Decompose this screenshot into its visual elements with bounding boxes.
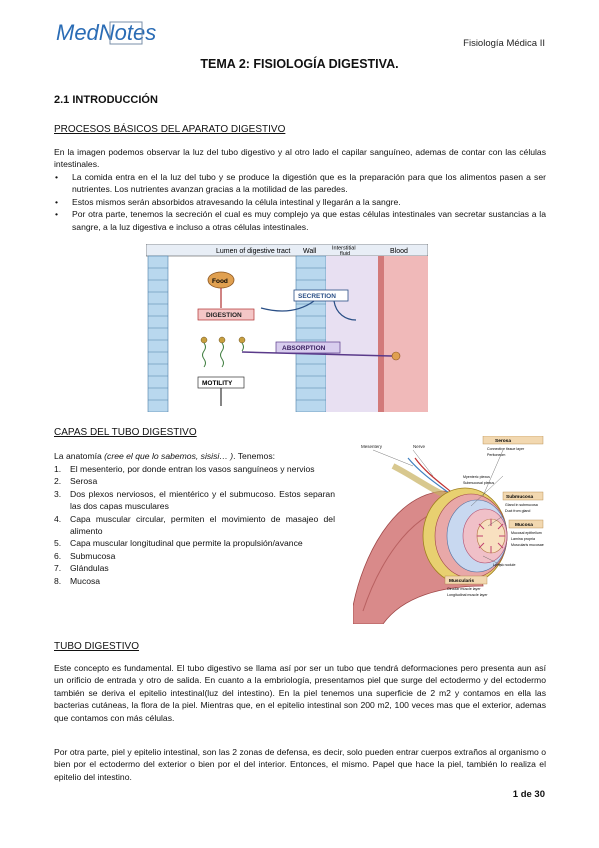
left-wall-cells xyxy=(147,255,169,413)
intestinal-layers-illustration: Mesentery Nerve Serosa Connective tissue… xyxy=(352,435,547,625)
logo-text: MedNotes xyxy=(56,20,156,45)
capas-intro: La anatomía (cree el que lo sabemos, sis… xyxy=(54,451,276,461)
label-blood: Blood xyxy=(390,248,408,255)
svg-text:MedNotes: MedNotes xyxy=(56,20,156,45)
page-title: TEMA 2: FISIOLOGÍA DIGESTIVA. xyxy=(200,57,399,71)
svg-text:Serosa: Serosa xyxy=(495,438,511,444)
list-item: 8. Mucosa xyxy=(54,575,101,586)
svg-text:Submucosa: Submucosa xyxy=(506,494,534,500)
label-secretion: SECRETION xyxy=(298,293,336,300)
box-submucosa-title: Submucosa xyxy=(506,494,534,500)
svg-text:Lamina propria: Lamina propria xyxy=(511,537,535,541)
list-item: 2. Serosa xyxy=(54,476,98,487)
list-item: 7. Glándulas xyxy=(54,563,109,574)
villi xyxy=(477,519,505,553)
list-item: 3.Dos plexos nerviosos, el mientérico y … xyxy=(54,488,335,512)
label-wall: Wall xyxy=(303,248,317,255)
label-mesentery: Mesentery xyxy=(361,444,383,449)
label-nerve: Nerve xyxy=(413,444,426,449)
digestive-processes-diagram: Lumen of digestive tract Wall Interstiti… xyxy=(145,243,429,413)
tubo-paragraph-1: Este concepto es fundamental. El tubo di… xyxy=(54,663,546,723)
label-lymph-nodule: Lymph nodule xyxy=(493,563,515,567)
label-absorption: ABSORPTION xyxy=(282,345,326,352)
header-doc-title: Fisiología Médica II xyxy=(463,38,545,49)
svg-text:Myenteric plexus: Myenteric plexus xyxy=(463,475,490,479)
heading-tubo: TUBO DIGESTIVO xyxy=(54,641,140,652)
svg-text:fluid: fluid xyxy=(340,251,350,257)
svg-text:Mesentery: Mesentery xyxy=(361,444,383,449)
svg-text:Blood: Blood xyxy=(390,248,408,255)
mednotes-logo: MedNotes xyxy=(54,16,164,48)
svg-text:Gland in submucosa: Gland in submucosa xyxy=(505,503,538,507)
svg-text:Peritoneum: Peritoneum xyxy=(487,453,505,457)
heading-capas: CAPAS DEL TUBO DIGESTIVO xyxy=(54,427,197,438)
svg-text:MOTILITY: MOTILITY xyxy=(202,380,233,387)
svg-text:Duct from gland: Duct from gland xyxy=(505,509,530,513)
label-motility: MOTILITY xyxy=(202,380,233,387)
list-item: 6. Submucosa xyxy=(54,550,116,561)
section-heading-intro: 2.1 INTRODUCCIÓN xyxy=(54,94,158,106)
svg-text:ABSORPTION: ABSORPTION xyxy=(282,345,326,352)
capas-list: 1.El mesenterio, por donde entran los va… xyxy=(54,463,335,587)
box-serosa-title: Serosa xyxy=(495,438,511,444)
bullet-item: •Por otra parte, tenemos la secreción el… xyxy=(55,209,546,232)
svg-text:Lumen of digestive tract: Lumen of digestive tract xyxy=(216,248,290,255)
svg-text:DIGESTION: DIGESTION xyxy=(206,312,242,319)
svg-text:Mucosal epithelium: Mucosal epithelium xyxy=(511,531,542,535)
list-item: 1.El mesenterio, por donde entran los va… xyxy=(54,464,315,474)
list-item: 5.Capa muscular longitudinal que permite… xyxy=(54,538,303,549)
svg-text:Interstitial: Interstitial xyxy=(332,246,356,252)
svg-text:Food: Food xyxy=(212,278,228,285)
svg-text:Mucosa: Mucosa xyxy=(515,522,533,528)
box-muscularis-title: Muscularis xyxy=(449,578,474,584)
label-submucosal-plexus: Submucosal plexus xyxy=(463,481,494,485)
procesos-intro: En la imagen podemos observar la luz del… xyxy=(54,147,546,170)
svg-text:Wall: Wall xyxy=(303,248,317,255)
heading-procesos: PROCESOS BÁSICOS DEL APARATO DIGESTIVO xyxy=(54,124,286,135)
label-myenteric: Myenteric plexus xyxy=(463,475,490,479)
label-lumen: Lumen of digestive tract xyxy=(216,248,290,255)
svg-text:Longitudinal muscle layer: Longitudinal muscle layer xyxy=(447,593,488,597)
list-item: 4.Capa muscular circular, permiten el mo… xyxy=(54,513,335,537)
svg-text:Circular muscle layer: Circular muscle layer xyxy=(447,587,481,591)
right-wall-cells xyxy=(295,255,327,413)
svg-text:Muscularis mucosae: Muscularis mucosae xyxy=(511,543,544,547)
svg-text:SECRETION: SECRETION xyxy=(298,293,336,300)
svg-text:Connective tissue layer: Connective tissue layer xyxy=(487,447,525,451)
label-food: Food xyxy=(212,278,228,285)
label-digestion: DIGESTION xyxy=(206,312,242,319)
page-number: 1 de 30 xyxy=(512,789,545,800)
procesos-bullets: •La comida entra en el la luz del tubo y… xyxy=(54,171,546,233)
bullet-item: • Estos mismos serán absorbidos atravesa… xyxy=(55,196,401,207)
tubo-paragraph-2: Por otra parte, piel y epitelio intestin… xyxy=(54,747,546,782)
bullet-item: •La comida entra en el la luz del tubo y… xyxy=(55,172,546,195)
svg-text:Nerve: Nerve xyxy=(413,444,426,449)
box-mucosa-title: Mucosa xyxy=(515,522,533,528)
svg-text:Submucosal plexus: Submucosal plexus xyxy=(463,481,494,485)
svg-text:Muscularis: Muscularis xyxy=(449,578,474,584)
svg-text:Lymph nodule: Lymph nodule xyxy=(493,563,515,567)
